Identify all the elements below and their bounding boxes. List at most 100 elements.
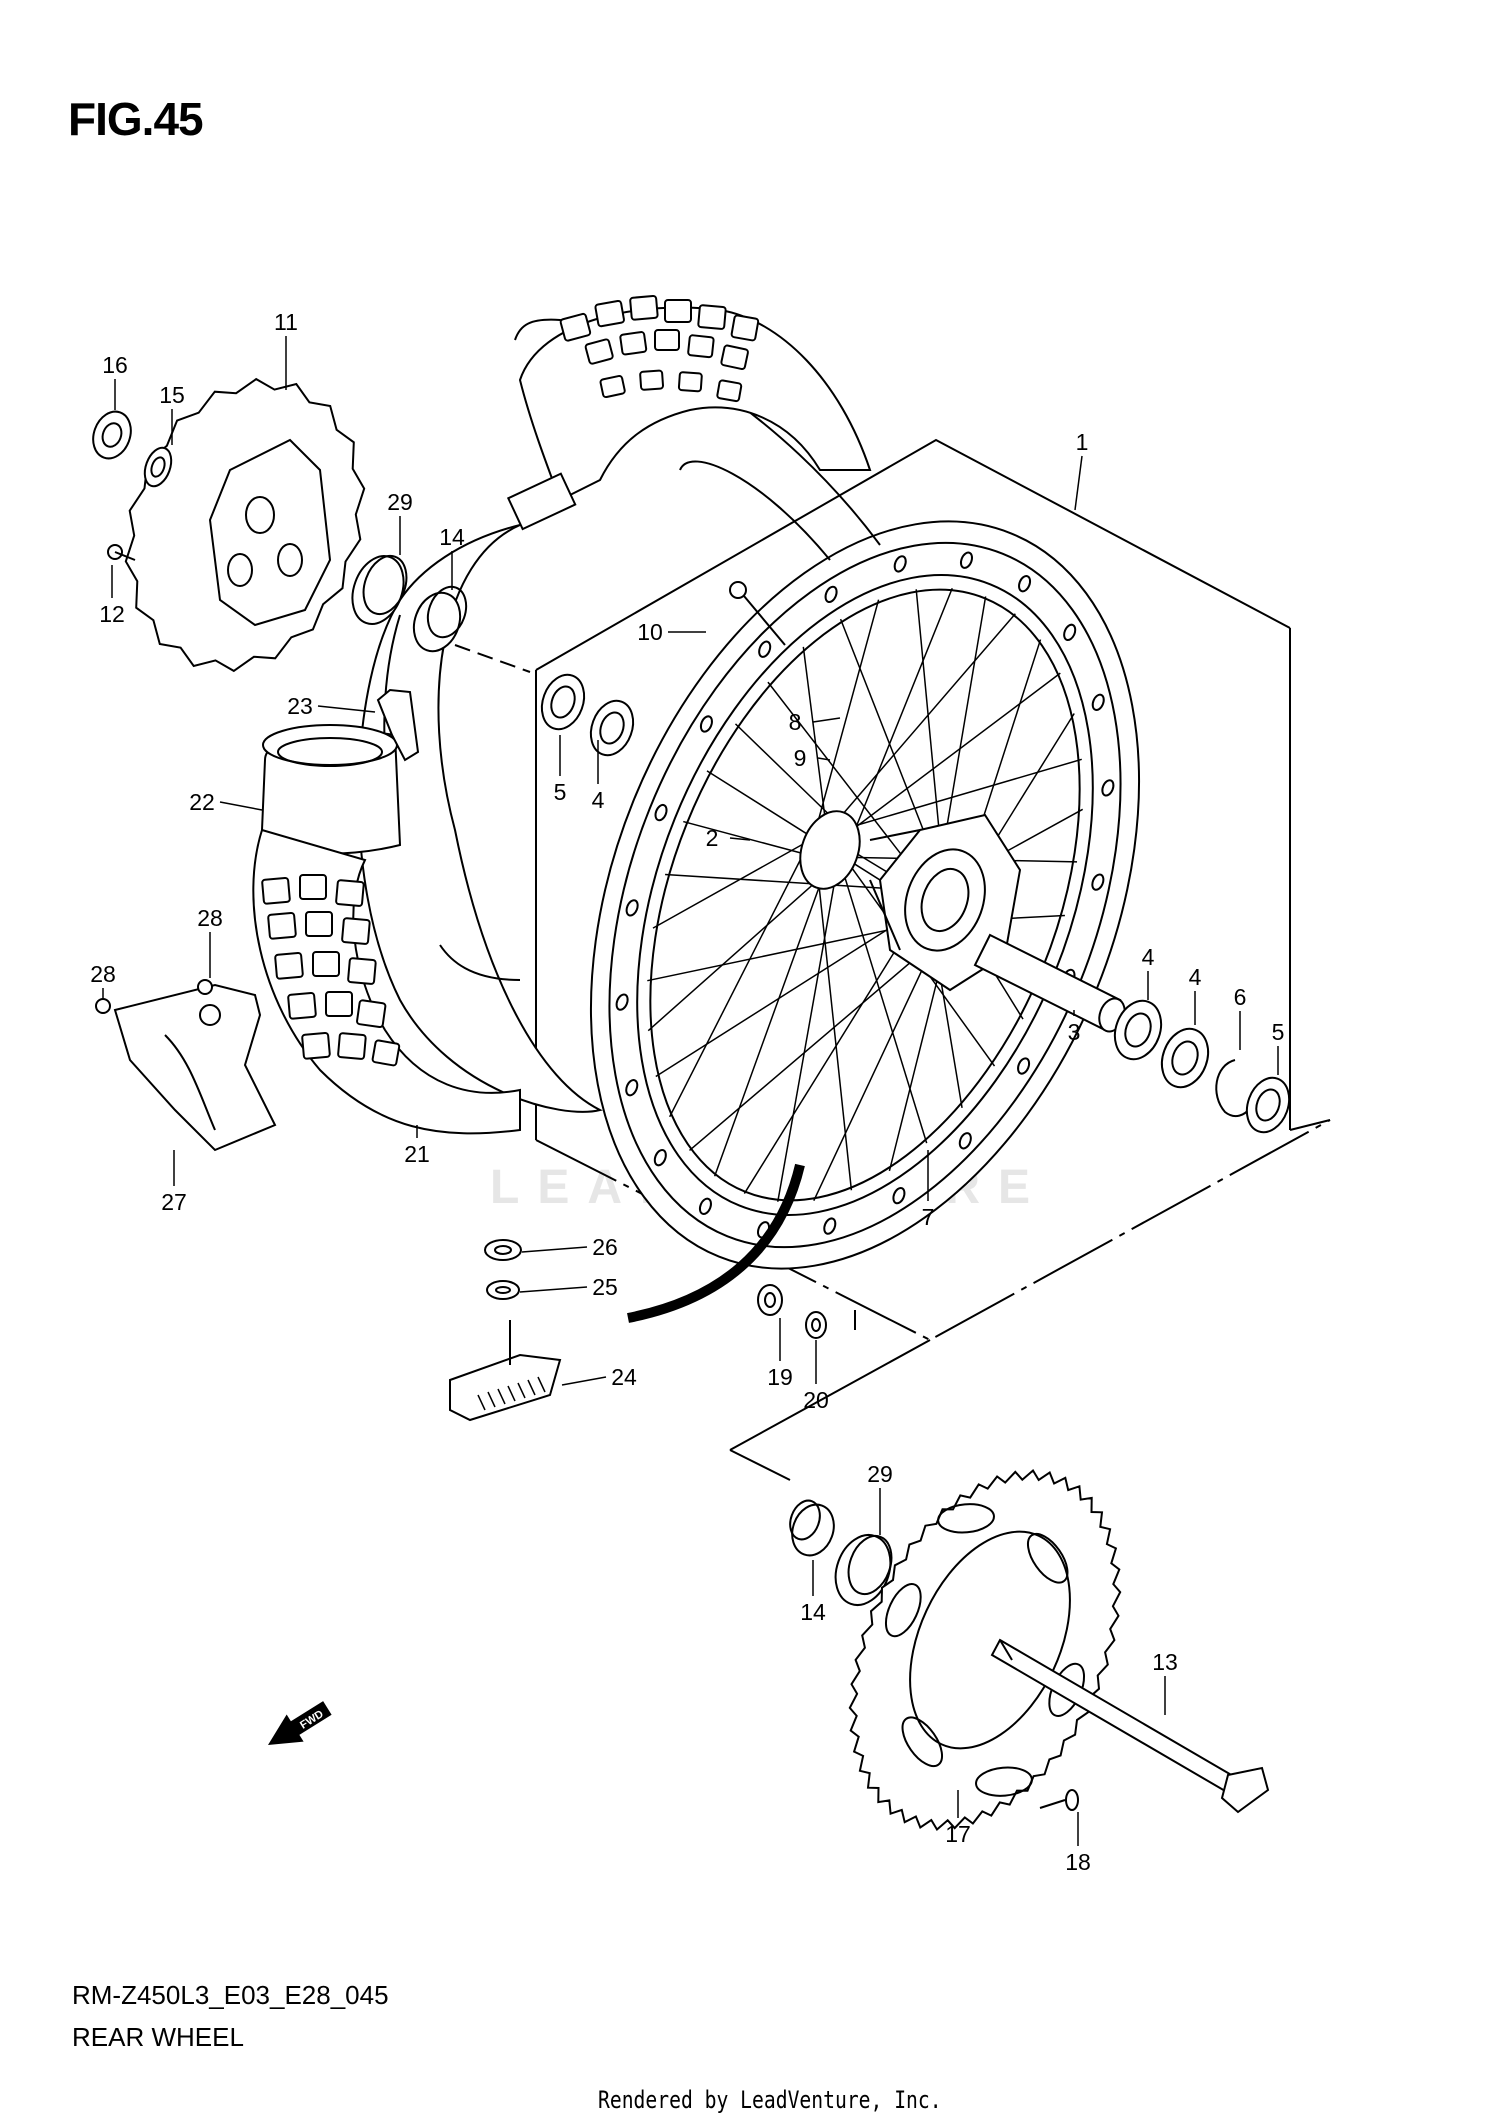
callout-5-dust-seal: 5: [554, 779, 567, 805]
disc-bolt: [107, 544, 136, 561]
tire-knob: [341, 917, 371, 945]
tire-knob: [335, 879, 365, 907]
callout-26-nut: 26: [592, 1234, 618, 1260]
valve-stem-curve: [627, 1163, 805, 1323]
tire-knob: [305, 911, 333, 937]
sprocket-bolt: [1039, 1789, 1079, 1811]
sprocket-window: [884, 1583, 922, 1638]
callout-18-sprocket-bolt: 18: [1065, 1849, 1091, 1875]
callout-22-tube: 22: [189, 789, 215, 815]
brake-disc: [124, 377, 366, 673]
rim-hole: [698, 1197, 712, 1215]
callout-14-collar: 14: [800, 1599, 826, 1625]
disc-cover: [113, 983, 277, 1152]
rim-band: [376, 688, 420, 762]
callout-17-sprocket: 17: [945, 1821, 971, 1847]
tire-knob: [312, 951, 340, 977]
rim-hole: [654, 803, 668, 822]
bearing-4-left: [589, 699, 635, 757]
leader-line: [817, 757, 831, 761]
dust-seal-5-left: [540, 673, 586, 731]
rim-spoke-holes: [615, 551, 1115, 1239]
tire-knob: [301, 1031, 331, 1060]
rim-hole: [1063, 623, 1077, 642]
axle-nut: [92, 410, 132, 460]
callout-25-washer: 25: [592, 1274, 618, 1300]
spokes: [647, 587, 1084, 1202]
rim-hole: [824, 585, 838, 604]
spoke: [652, 828, 831, 929]
rim-hole: [892, 1186, 906, 1205]
rim-hole: [823, 1217, 837, 1235]
callout-14-collar: 14: [439, 524, 465, 550]
tube: [252, 724, 521, 1135]
tire-knob: [619, 331, 648, 356]
tire-knob: [697, 304, 727, 330]
leader-line: [1074, 455, 1083, 511]
tire-knobs-top: [559, 294, 760, 403]
callout-15-washer: 15: [159, 382, 185, 408]
callout-24-rim-lock: 24: [611, 1364, 637, 1390]
rim-hole: [958, 1132, 972, 1150]
sprocket-nut-19: [757, 1284, 783, 1316]
callout-29-dust-seal: 29: [867, 1461, 893, 1487]
rim-hole: [1091, 693, 1105, 711]
rim-hole: [1091, 873, 1105, 891]
callout-16-axle-nut: 16: [102, 352, 128, 378]
collar-14-lower: [789, 1499, 835, 1557]
rim-lock: [449, 1320, 562, 1422]
callout-7-rim: 7: [922, 1204, 935, 1230]
leader-line: [561, 1376, 607, 1386]
spoke: [829, 828, 928, 1144]
tire-knob: [337, 1032, 367, 1060]
callout-20-washer: 20: [803, 1387, 829, 1413]
tire-knob: [629, 294, 659, 321]
rim-hole: [959, 551, 974, 569]
rim-hole: [615, 993, 629, 1011]
collar-14: [412, 585, 468, 653]
callout-4-bearing: 4: [1189, 964, 1202, 990]
section-name: REAR WHEEL: [72, 2022, 244, 2052]
sprocket-window: [1026, 1532, 1069, 1584]
callout-8-spoke-set-outer: 8: [789, 709, 802, 735]
spoke: [777, 828, 845, 1202]
leader-line: [729, 837, 751, 841]
tire-knob: [299, 874, 327, 900]
dust-seal-5-right: [1245, 1076, 1291, 1134]
callout-28-screw: 28: [197, 905, 223, 931]
callout-4-bearing: 4: [592, 787, 605, 813]
tire-knob: [654, 329, 680, 351]
callout-labels: 1234445567891011121314141516171819202122…: [90, 309, 1284, 1875]
dust-seal-29: [351, 554, 408, 625]
tire-knob: [664, 299, 692, 323]
rim-hole: [625, 899, 639, 917]
rim-hole: [1018, 575, 1032, 593]
callout-12-disc-bolt: 12: [99, 601, 125, 627]
tire-knob: [730, 314, 760, 342]
tire-knob: [274, 951, 304, 980]
tire-knob: [371, 1039, 401, 1067]
callout-1-wheel-assembly: 1: [1076, 429, 1089, 455]
leader-line: [219, 801, 263, 811]
tire-knob: [356, 999, 387, 1028]
render-credit: Rendered by LeadVenture, Inc.: [598, 2086, 942, 2114]
washer-15: [143, 446, 173, 488]
nut-26: [484, 1239, 522, 1261]
spoke: [843, 758, 1082, 830]
tire-knob: [287, 991, 317, 1020]
leader-line: [812, 717, 841, 723]
sprocket-window: [901, 1716, 944, 1768]
tire-knob: [687, 334, 715, 359]
rim-hole: [699, 715, 713, 733]
callout-leader-lines: [102, 336, 1279, 1846]
callout-4-bearing: 4: [1142, 944, 1155, 970]
tire-knob: [347, 957, 377, 985]
callout-6-circlip: 6: [1234, 984, 1247, 1010]
washer-20: [805, 1311, 827, 1339]
callout-9-spoke-set-inner: 9: [794, 745, 807, 771]
rim-hole: [1017, 1057, 1031, 1075]
callout-19-sprocket-nut: 19: [767, 1364, 793, 1390]
spoke: [815, 599, 880, 830]
tire-knob: [559, 312, 592, 342]
